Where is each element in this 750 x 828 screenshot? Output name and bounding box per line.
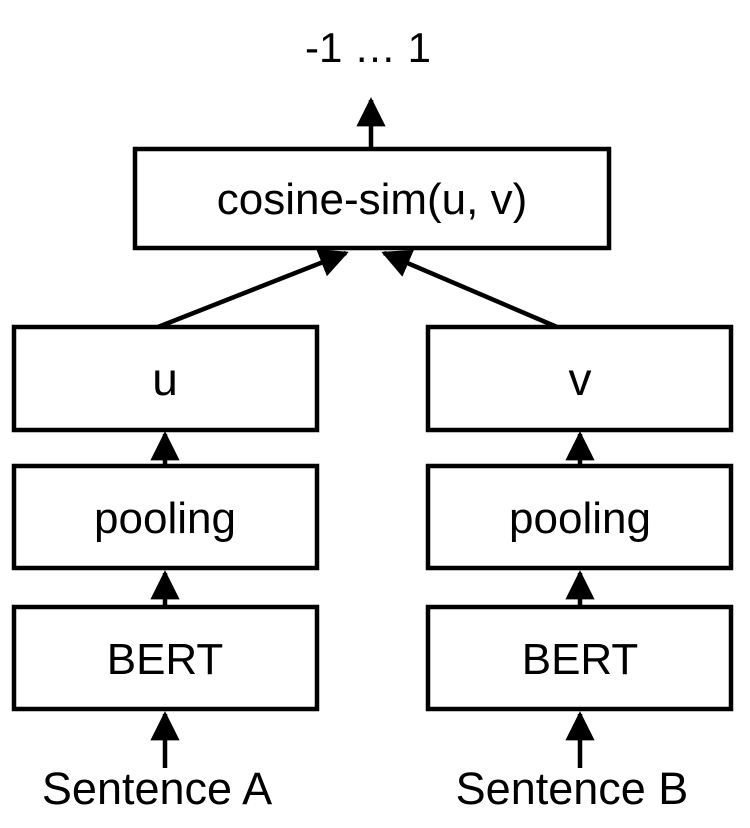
embedding-u-label: u: [152, 353, 178, 405]
pooling-left-label: pooling: [94, 494, 236, 543]
pooling-right-label: pooling: [509, 494, 651, 543]
pooling-right-box: [425, 463, 734, 571]
embedding-v-label: v: [569, 353, 592, 405]
bert-right-box: [425, 604, 734, 712]
arrow-v-to-cosine-icon: [381, 249, 558, 330]
arrow-u-to-cosine-icon: [157, 249, 349, 330]
sentence-b-label: Sentence B: [456, 763, 689, 814]
cosine-sim-box: [132, 146, 612, 251]
sentence-a-label: Sentence A: [42, 763, 272, 814]
bert-right-label: BERT: [522, 635, 639, 684]
output-range-label: -1 … 1: [305, 24, 431, 71]
cosine-sim-label: cosine-sim(u, v): [217, 175, 528, 224]
bert-left-box: [11, 604, 320, 712]
pooling-left-box: [11, 463, 320, 571]
bert-left-label: BERT: [107, 635, 224, 684]
embedding-v-box: [425, 324, 734, 433]
embedding-u-box: [11, 324, 320, 433]
